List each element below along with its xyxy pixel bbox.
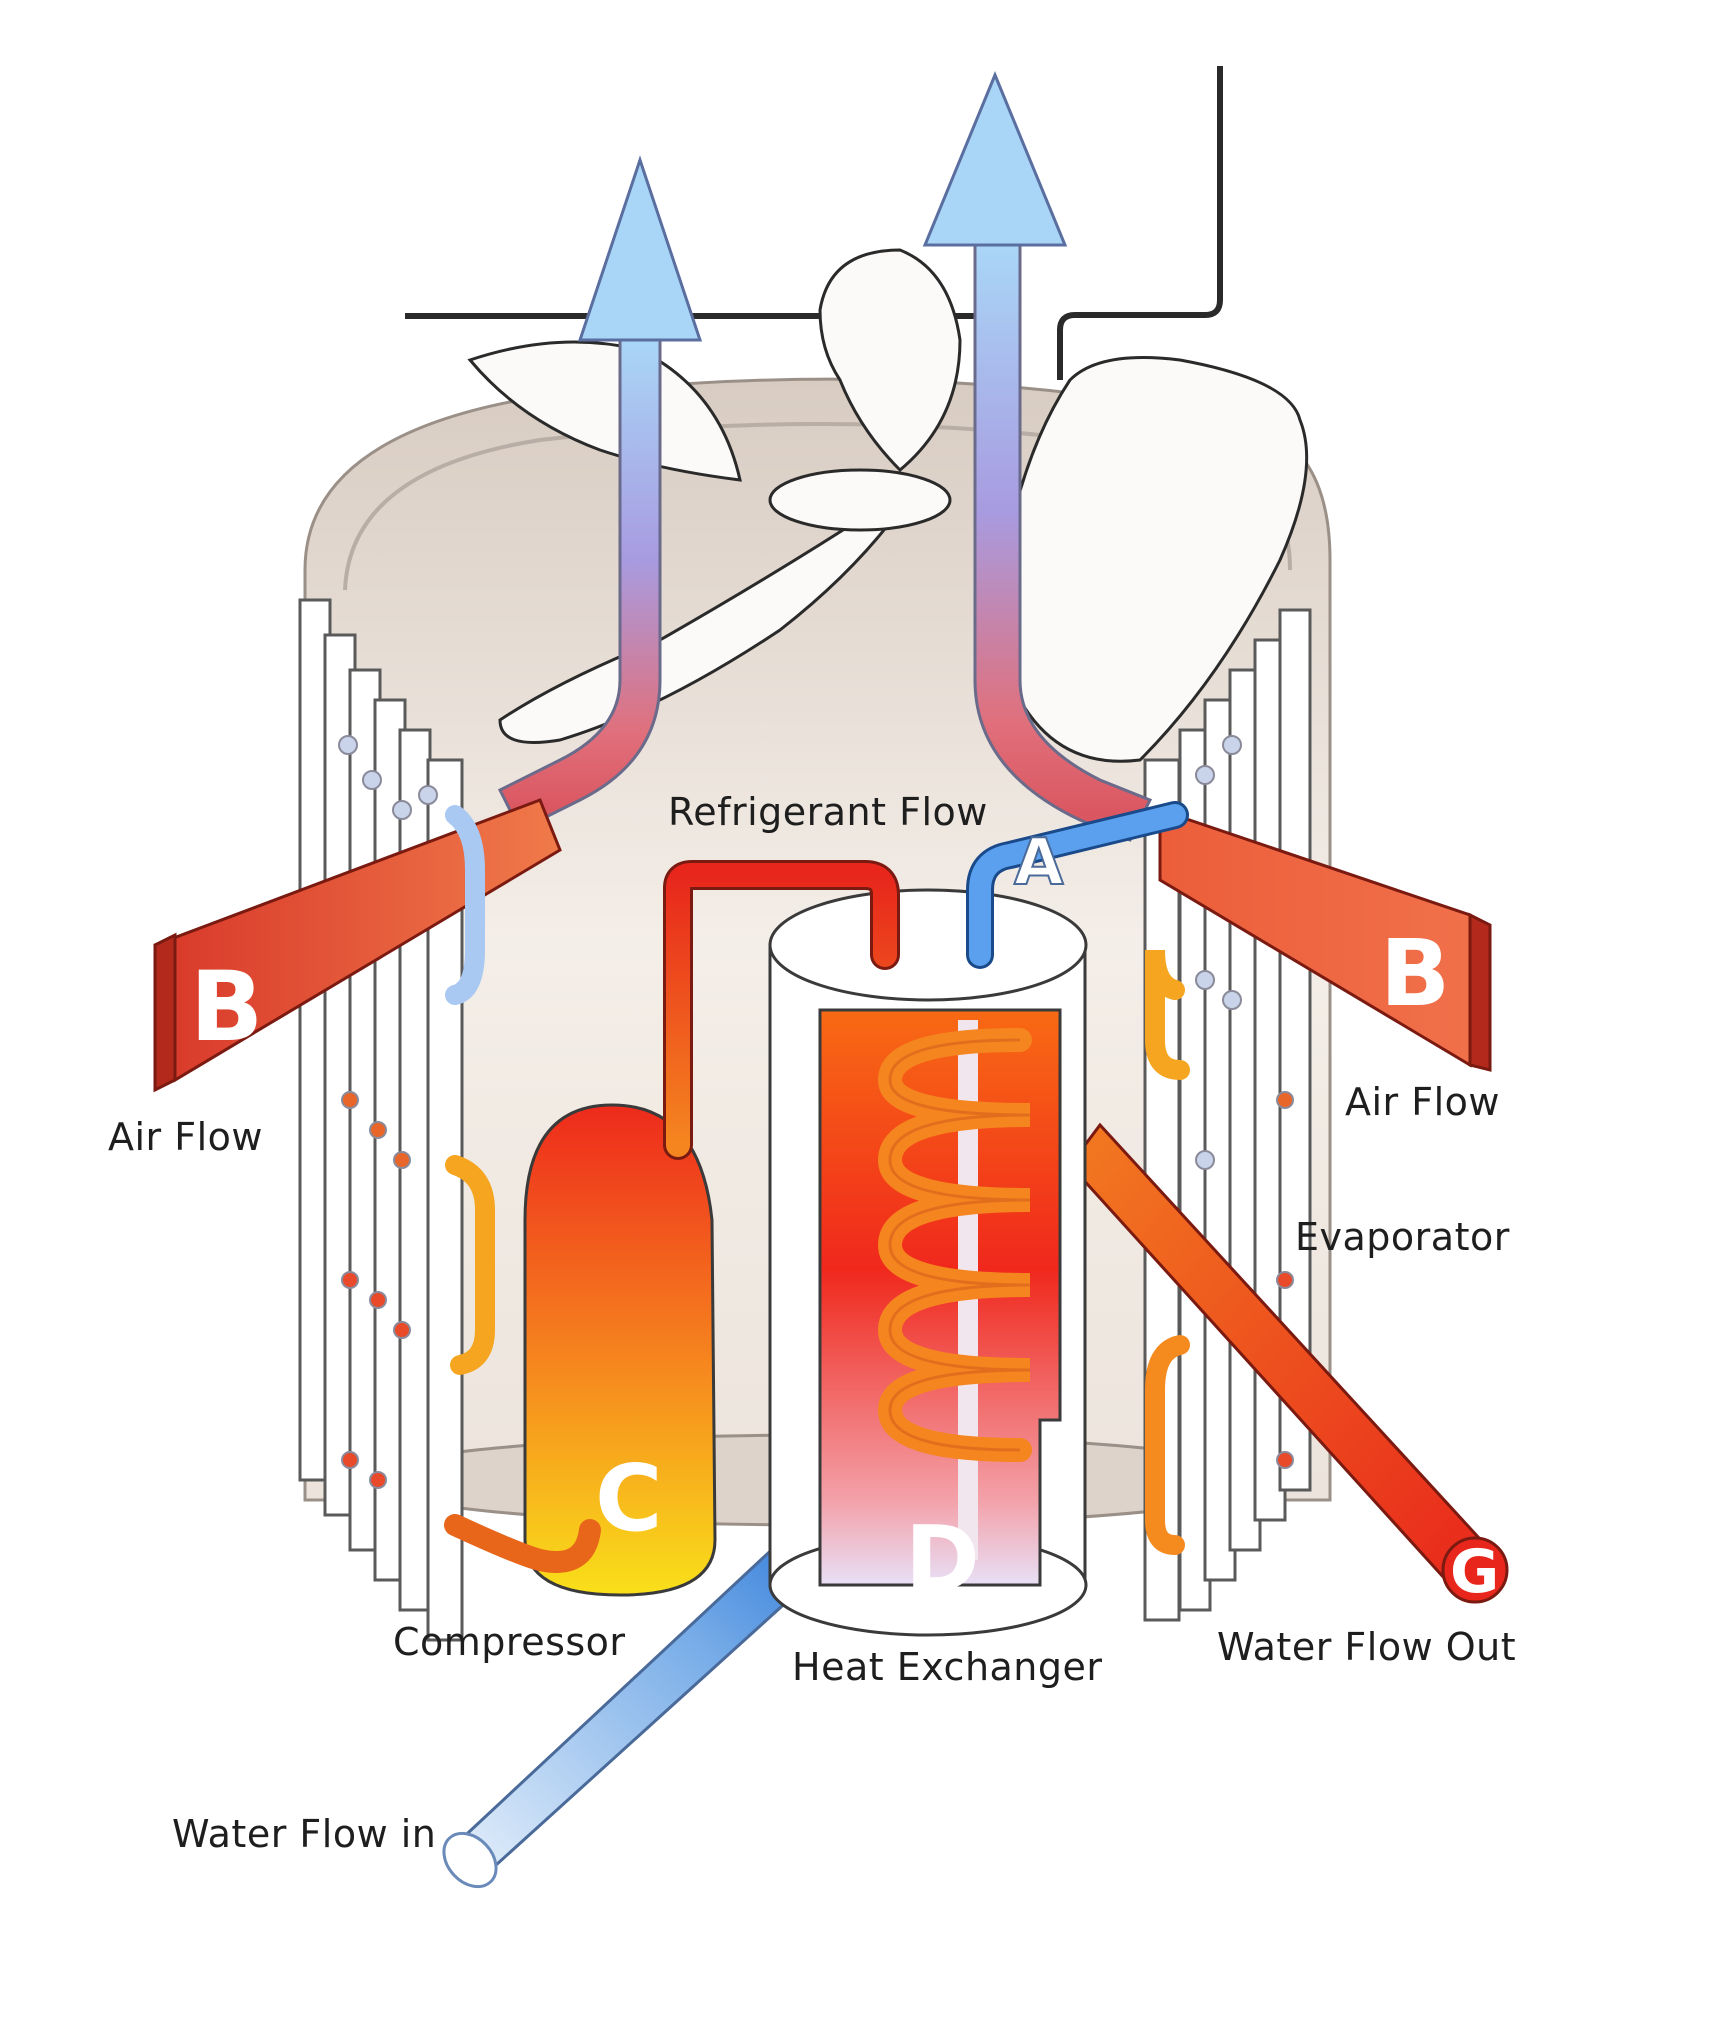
air-duct-left: [153, 798, 562, 1093]
tag-a: A: [1014, 826, 1064, 900]
air-duct-right: [1158, 807, 1492, 1072]
tag-d: D: [905, 1507, 980, 1612]
fan-blades: [467, 248, 1309, 763]
refrigerant-pipes: [444, 801, 1189, 1573]
label-compressor: Compressor: [393, 1620, 626, 1664]
label-heat-exchanger: Heat Exchanger: [792, 1645, 1103, 1689]
compressor: [523, 1103, 717, 1597]
label-water-flow-in: Water Flow in: [172, 1812, 437, 1856]
heat-exchanger: [768, 888, 1088, 1637]
air-flow-arrow-left: [497, 155, 703, 833]
tag-b-right: B: [1380, 920, 1450, 1027]
label-air-flow-left: Air Flow: [108, 1115, 263, 1159]
label-evaporator: Evaporator: [1295, 1215, 1510, 1259]
label-refrigerant-flow: Refrigerant Flow: [668, 790, 988, 834]
evaporator-bends: [445, 805, 1190, 1555]
tag-g: G: [1450, 1537, 1499, 1607]
water-flow-out-pipe: [1068, 1122, 1509, 1604]
tag-c: C: [595, 1445, 663, 1552]
tag-b-left: B: [190, 951, 263, 1063]
top-frame: [405, 66, 1223, 380]
label-air-flow-right: Air Flow: [1345, 1080, 1500, 1124]
evaporator-tube-ends: [338, 735, 1294, 1489]
label-water-flow-out: Water Flow Out: [1217, 1625, 1517, 1669]
